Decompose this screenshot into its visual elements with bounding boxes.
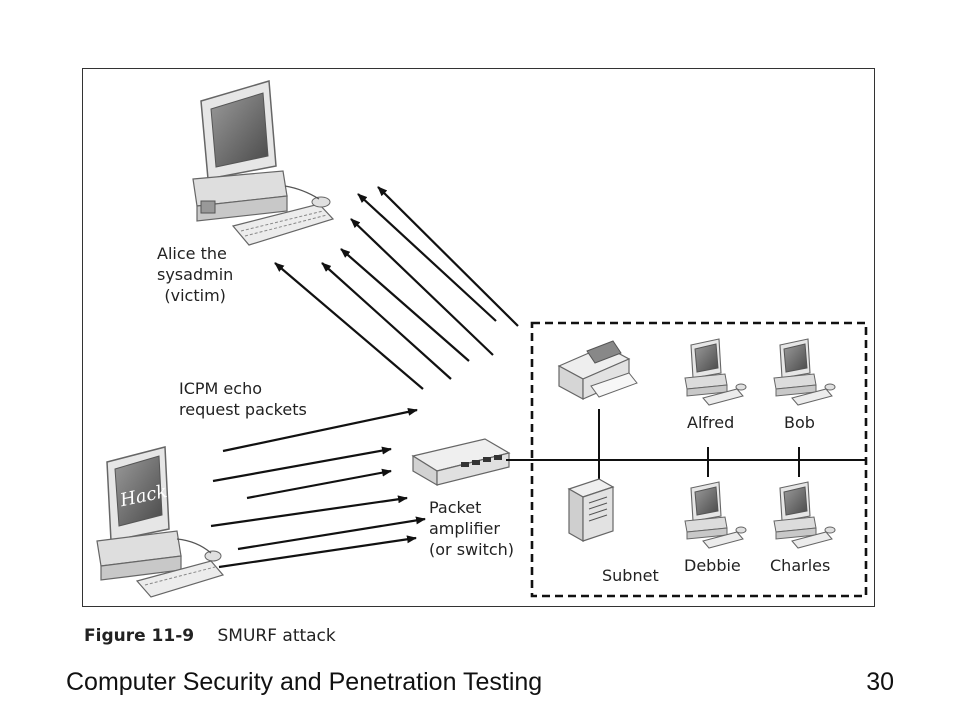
- echo-reply-arrows: [274, 186, 519, 390]
- slide-page-number: 30: [866, 668, 894, 696]
- packets-label-line-1: ICPM echo: [179, 379, 262, 398]
- packets-label-line-2: request packets: [179, 400, 307, 419]
- victim-label: Alice the sysadmin (victim): [157, 243, 233, 306]
- smurf-attack-diagram: Hack: [96, 80, 868, 598]
- host-label-alfred: Alfred: [687, 413, 735, 432]
- attacker-computer: Hack: [96, 446, 225, 598]
- victim-label-line-2: sysadmin: [157, 265, 234, 284]
- charles-computer: [773, 481, 836, 549]
- figure-frame: Hack: [82, 68, 875, 607]
- slide-footer-title: Computer Security and Penetration Testin…: [66, 668, 543, 696]
- amplifier-label-line-3: (or switch): [429, 540, 515, 559]
- host-label-debbie: Debbie: [684, 556, 741, 575]
- amplifier-label-line-2: amplifier: [429, 519, 500, 538]
- victim-label-line-3: (victim): [164, 286, 226, 305]
- subnet-boundary: [530, 321, 868, 598]
- amplifier-label: Packet amplifier (or switch): [429, 497, 514, 560]
- amplifier-label-line-1: Packet: [429, 498, 482, 517]
- packets-label: ICPM echo request packets: [179, 378, 307, 420]
- server: [567, 478, 615, 543]
- figure-number: Figure 11-9: [84, 626, 195, 646]
- printer: [557, 340, 638, 401]
- victim-label-line-1: Alice the: [157, 244, 227, 263]
- figure-title: SMURF attack: [217, 626, 336, 646]
- host-label-bob: Bob: [784, 413, 815, 432]
- figure-caption: Figure 11-9 SMURF attack: [84, 626, 336, 646]
- echo-request-arrows: [210, 407, 426, 569]
- alfred-computer: [684, 338, 747, 406]
- debbie-computer: [684, 481, 747, 549]
- network-bus: [506, 409, 865, 479]
- host-label-charles: Charles: [770, 556, 831, 575]
- bob-computer: [773, 338, 836, 406]
- packet-amplifier: [411, 438, 511, 487]
- subnet-label: Subnet: [602, 566, 659, 585]
- victim-computer: [192, 80, 335, 246]
